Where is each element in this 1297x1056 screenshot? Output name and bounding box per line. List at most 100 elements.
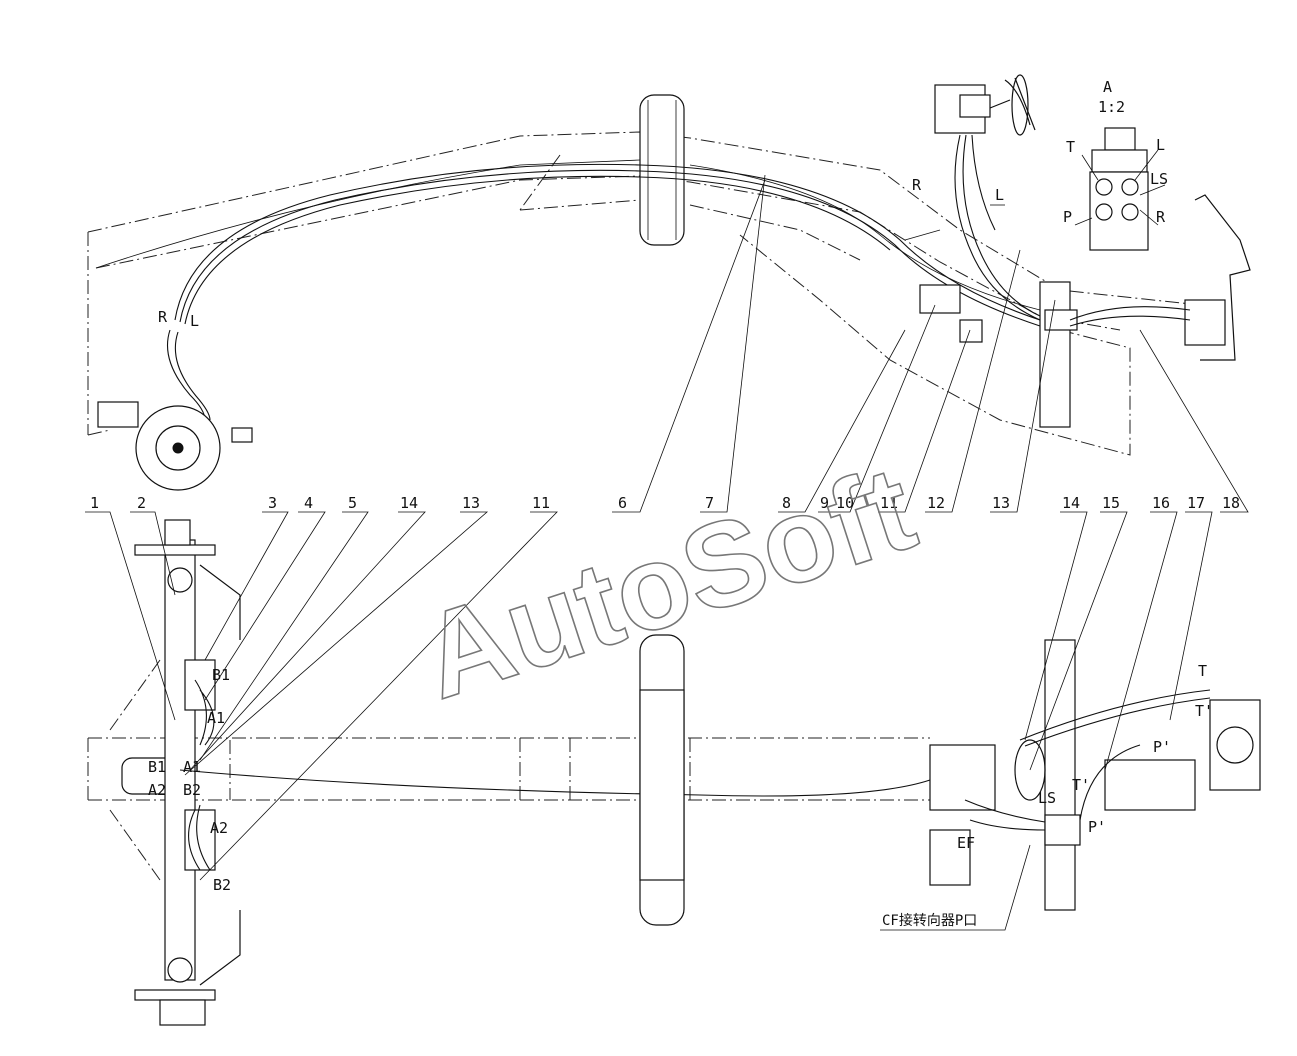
leader-3 bbox=[204, 511, 289, 661]
callout-11a: 11 bbox=[532, 494, 550, 512]
priority-valve bbox=[919, 284, 961, 314]
lower-hub-top bbox=[134, 544, 216, 556]
leader-2 bbox=[130, 511, 176, 596]
upper-hose-2 bbox=[179, 169, 1041, 327]
callout-leaders bbox=[85, 174, 1249, 931]
lower-right-post bbox=[1044, 639, 1076, 911]
lower-pump-flange bbox=[1216, 726, 1254, 764]
leader-13 bbox=[990, 299, 1056, 513]
leader-11 bbox=[878, 329, 971, 513]
lower-hub-bottom-cap bbox=[159, 999, 206, 1026]
callout-15: 15 bbox=[1102, 494, 1120, 512]
callout-16: 16 bbox=[1152, 494, 1170, 512]
upper-label-r-left: R bbox=[158, 308, 168, 326]
detail-port-t: T bbox=[1066, 138, 1075, 156]
leader-11a bbox=[199, 511, 558, 881]
callout-14a: 14 bbox=[400, 494, 418, 512]
steering-wheel-rim bbox=[1011, 74, 1029, 136]
right-cylinder bbox=[1184, 299, 1226, 346]
port-l-circle bbox=[1121, 178, 1139, 196]
callout-3: 3 bbox=[268, 494, 277, 512]
detail-a bbox=[1074, 127, 1166, 251]
callout-2: 2 bbox=[137, 494, 146, 512]
lower-label-a2-mid: A2 bbox=[148, 781, 166, 799]
steering-wheel bbox=[989, 77, 1036, 131]
upper-valve-post bbox=[1039, 281, 1071, 428]
detail-a-leaders bbox=[1074, 149, 1166, 226]
callout-10: 10 bbox=[836, 494, 854, 512]
cyl-top-hoses bbox=[194, 679, 215, 746]
lower-label-b1-top: B1 bbox=[212, 666, 230, 684]
r-top-leader bbox=[904, 229, 941, 241]
right-hose-2 bbox=[1069, 315, 1191, 327]
p-prime-hose bbox=[1079, 744, 1141, 821]
leader-5 bbox=[199, 511, 369, 761]
callout-17: 17 bbox=[1187, 494, 1205, 512]
upper-chassis-rail bbox=[95, 159, 1041, 311]
upper-hub-sensor bbox=[231, 427, 253, 443]
cylinder-bottom bbox=[184, 809, 216, 871]
leader-9-10 bbox=[818, 304, 936, 513]
lower-hub-top-cap bbox=[164, 519, 191, 546]
callout-1: 1 bbox=[90, 494, 99, 512]
callout-5: 5 bbox=[348, 494, 357, 512]
lower-frame bbox=[87, 659, 930, 881]
leader-14 bbox=[1024, 511, 1088, 741]
upper-view-labels: R L R L bbox=[158, 176, 1004, 330]
upper-label-r-top: R bbox=[912, 176, 922, 194]
lower-label-a2-low: A2 bbox=[210, 819, 228, 837]
leader-17 bbox=[1169, 511, 1213, 721]
cylinder-top bbox=[184, 659, 216, 711]
upper-label-l-left: L bbox=[190, 312, 199, 330]
lower-coil bbox=[1014, 739, 1046, 801]
lower-label-b2-mid: B2 bbox=[183, 781, 201, 799]
lower-label-a1-mid: A1 bbox=[183, 758, 201, 776]
upper-view bbox=[87, 74, 1251, 491]
upper-valve-block bbox=[1044, 309, 1078, 331]
callout-4: 4 bbox=[304, 494, 313, 512]
lower-pump bbox=[1209, 699, 1261, 791]
small-valve bbox=[959, 319, 983, 343]
detail-a-title: A bbox=[1103, 78, 1112, 96]
leader-cf bbox=[880, 844, 1031, 931]
ls-hoses bbox=[964, 799, 1046, 831]
lower-valve-block bbox=[929, 744, 996, 811]
leader-1 bbox=[85, 511, 176, 721]
lower-label-ef: EF bbox=[957, 834, 975, 852]
column-hose-2 bbox=[962, 134, 1041, 317]
callout-13: 13 bbox=[992, 494, 1010, 512]
leader-8 bbox=[778, 329, 906, 513]
callout-6: 6 bbox=[618, 494, 627, 512]
callout-8: 8 bbox=[782, 494, 791, 512]
upper-hub-bracket bbox=[97, 401, 139, 428]
multi-valve bbox=[929, 829, 971, 886]
lower-view bbox=[87, 519, 1261, 1026]
callout-9: 9 bbox=[820, 494, 829, 512]
leader-15 bbox=[1029, 511, 1128, 771]
lower-label-cf-note: CF接转向器P口 bbox=[882, 912, 977, 929]
detail-port-p: P bbox=[1063, 208, 1072, 226]
lower-label-ls: LS bbox=[1038, 789, 1056, 807]
lower-label-t-prime: T' bbox=[1195, 702, 1213, 720]
callout-18: 18 bbox=[1222, 494, 1240, 512]
lower-label-t-prime-2: T' bbox=[1072, 776, 1090, 794]
cyl-bottom-hoses bbox=[188, 804, 211, 871]
callout-13a: 13 bbox=[462, 494, 480, 512]
upper-hose-4 bbox=[166, 329, 206, 421]
leader-4 bbox=[204, 511, 326, 701]
column-hose-3 bbox=[971, 134, 996, 231]
upper-hose-1 bbox=[174, 163, 1041, 321]
lower-view-labels: B1 A1 B1 A1 A2 B2 A2 B2 T T' P' LS T' EF… bbox=[148, 662, 1213, 929]
port-r-circle bbox=[1121, 203, 1139, 221]
upper-hose-3 bbox=[184, 175, 891, 325]
callout-7: 7 bbox=[705, 494, 714, 512]
leader-12 bbox=[925, 249, 1021, 513]
upper-hub-inner bbox=[155, 425, 201, 471]
leader-18 bbox=[1139, 329, 1249, 513]
lower-priority-valve bbox=[1044, 814, 1081, 846]
upper-tire bbox=[639, 94, 685, 246]
port-t-circle bbox=[1095, 178, 1113, 196]
upper-tire-tread bbox=[647, 100, 677, 240]
right-bracket bbox=[1194, 194, 1251, 361]
